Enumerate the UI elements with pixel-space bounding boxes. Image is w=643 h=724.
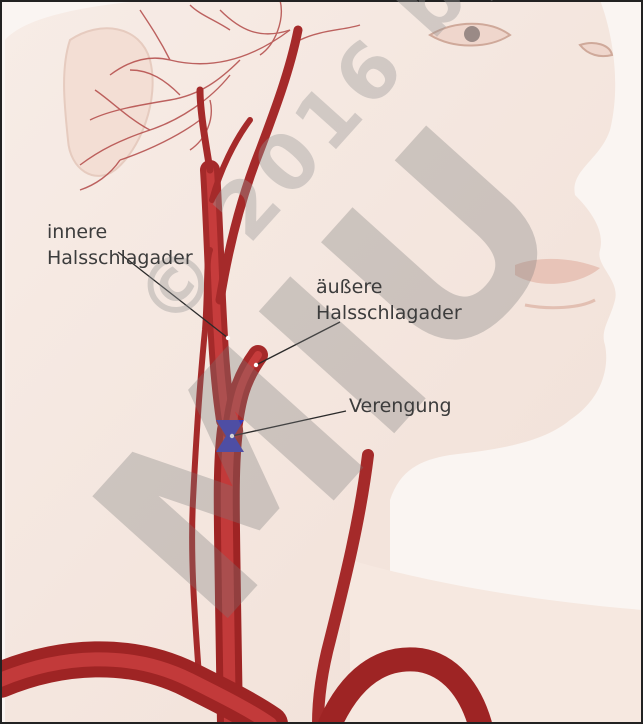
label-stenosis: Verengung	[349, 393, 452, 419]
label-internal-carotid: innere Halsschlagader	[47, 219, 193, 271]
label-internal-line1: innere	[47, 219, 193, 245]
label-external-line1: äußere	[316, 274, 462, 300]
label-external-carotid: äußere Halsschlagader	[316, 274, 462, 326]
label-external-line2: Halsschlagader	[316, 300, 462, 326]
label-internal-line2: Halsschlagader	[47, 245, 193, 271]
